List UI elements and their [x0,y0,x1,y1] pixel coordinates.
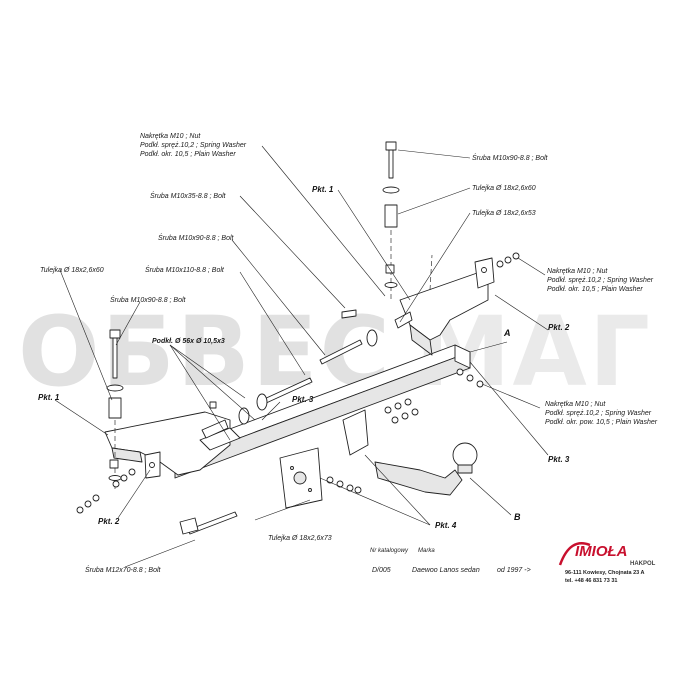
bolts-diagonal [179,309,413,535]
label-nut-right-1: Nakrętka M10 ; Nut [547,268,608,275]
catalog-number: D/005 [372,567,391,574]
pkt2-left: Pkt. 2 [98,517,120,526]
label-nut-top-2: Podkł. spręż.10,2 ; Spring Washer [140,142,247,149]
label-sleeve-60-left: Tulejka Ø 18x2,6x60 [40,267,104,274]
letter-a: A [503,328,511,338]
label-nut-mid-2: Podkł. spręż.10,2 ; Spring Washer [545,410,652,417]
label-sleeve-73: Tulejka Ø 18x2,6x73 [268,535,332,542]
leader-lines [54,145,549,568]
label-bolt-m10x90-a: Śruba M10x90-8.8 ; Bolt [158,233,235,242]
main-crossbar [159,344,471,479]
label-bolt-m10x90-top: Śruba M10x90-8.8 ; Bolt [472,153,549,162]
logo-phone: tel. +48 46 831 73 31 [565,578,617,584]
label-bolt-m10x110: Śruba M10x110-8.8 ; Bolt [145,265,225,274]
pkt3-mid: Pkt. 3 [292,395,314,404]
label-bolt-m10x35: Śruba M10x35-8.8 ; Bolt [150,191,227,200]
point-markers: Pkt. 1 Pkt. 1 Pkt. 2 Pkt. 2 Pkt. 3 Pkt. … [38,185,570,530]
socket-plate [279,409,369,509]
label-nut-top-3: Podkł. okr. 10,5 ; Plain Washer [140,151,236,158]
pkt1-top: Pkt. 1 [312,185,334,194]
label-nut-right-2: Podkł. spręż.10,2 ; Spring Washer [547,277,654,284]
logo-swoosh [558,542,591,566]
tow-ball [374,442,478,496]
since-year: od 1997 -> [497,567,531,574]
pkt1-left: Pkt. 1 [38,393,60,402]
label-bolt-m10x90-b: Śruba M10x90-8.8 ; Bolt [110,295,187,304]
label-sleeve-60-top: Tulejka Ø 18x2,6x60 [472,185,536,192]
bolt-left [106,329,124,490]
logo-name: IMIOŁA [575,543,628,560]
label-sleeve-53: Tulejka Ø 18x2,6x53 [472,210,536,217]
brand-caption: Marka [418,548,435,554]
logo-sub: HAKPOL [630,561,656,567]
label-bolt-m12x70: Śruba M12x70-8.8 ; Bolt [85,565,162,574]
pkt2-right: Pkt. 2 [548,323,570,332]
bolt-top [382,141,400,300]
label-nut-mid-1: Nakrętka M10 ; Nut [545,401,606,408]
label-nut-mid-3: Podkł. okr. pow. 10,5 ; Plain Washer [545,419,658,426]
catalog-caption: Nr katalogowy [370,548,409,554]
letter-b: B [514,512,521,522]
pkt4: Pkt. 4 [435,521,457,530]
label-washer-56: Podkł. Ø 56x Ø 10,5x3 [152,338,225,345]
label-nut-right-3: Podkł. okr. 10,5 ; Plain Washer [547,286,643,293]
logo-address: 96-111 Kowiesy, Chojnata 23 A [565,570,645,576]
watermark-left: ОБВЕС [18,296,392,408]
part-labels: Nakrętka M10 ; Nut Podkł. spręż.10,2 ; S… [40,133,658,574]
car-model: Daewoo Lanos sedan [412,567,480,574]
nuts-washers [76,252,520,514]
footer: Nr katalogowy Marka D/005 Daewoo Lanos s… [370,548,531,574]
pkt3-right: Pkt. 3 [548,455,570,464]
right-bracket [399,254,495,356]
imiola-logo: IMIOŁA HAKPOL 96-111 Kowiesy, Chojnata 2… [558,542,656,584]
label-nut-top-1: Nakrętka M10 ; Nut [140,133,201,140]
